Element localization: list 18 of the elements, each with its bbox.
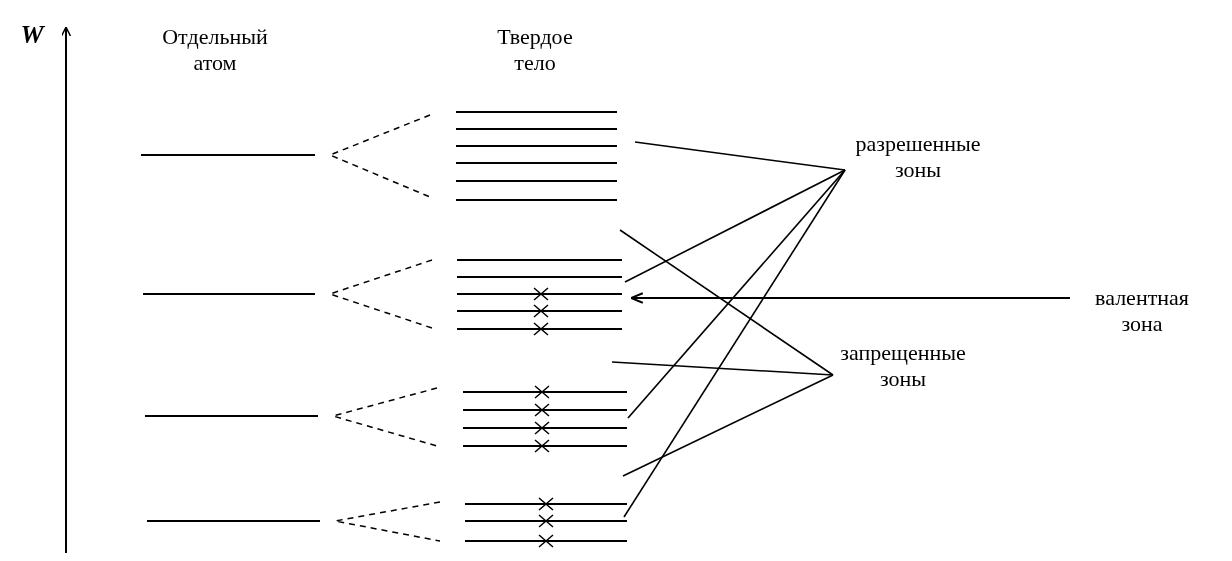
column-heading: Отдельный атом xyxy=(161,24,269,76)
zone-label: запрещенные зоны xyxy=(828,340,978,392)
leader-line xyxy=(623,169,846,518)
leader-line xyxy=(634,141,846,171)
energy-band xyxy=(462,385,628,453)
column-heading: Твердое тело xyxy=(496,24,574,76)
energy-band xyxy=(464,497,628,548)
leader-line xyxy=(611,361,834,376)
leader-line xyxy=(622,374,834,477)
leader-line xyxy=(619,229,834,376)
zone-label: валентная зона xyxy=(1082,285,1202,337)
arrow xyxy=(629,292,1071,304)
energy-band xyxy=(456,259,623,336)
energy-band xyxy=(455,111,618,201)
leader-line xyxy=(624,169,846,283)
zone-label: разрешенные зоны xyxy=(843,131,993,183)
axis-label: W xyxy=(19,22,46,48)
leader-line xyxy=(627,169,846,419)
